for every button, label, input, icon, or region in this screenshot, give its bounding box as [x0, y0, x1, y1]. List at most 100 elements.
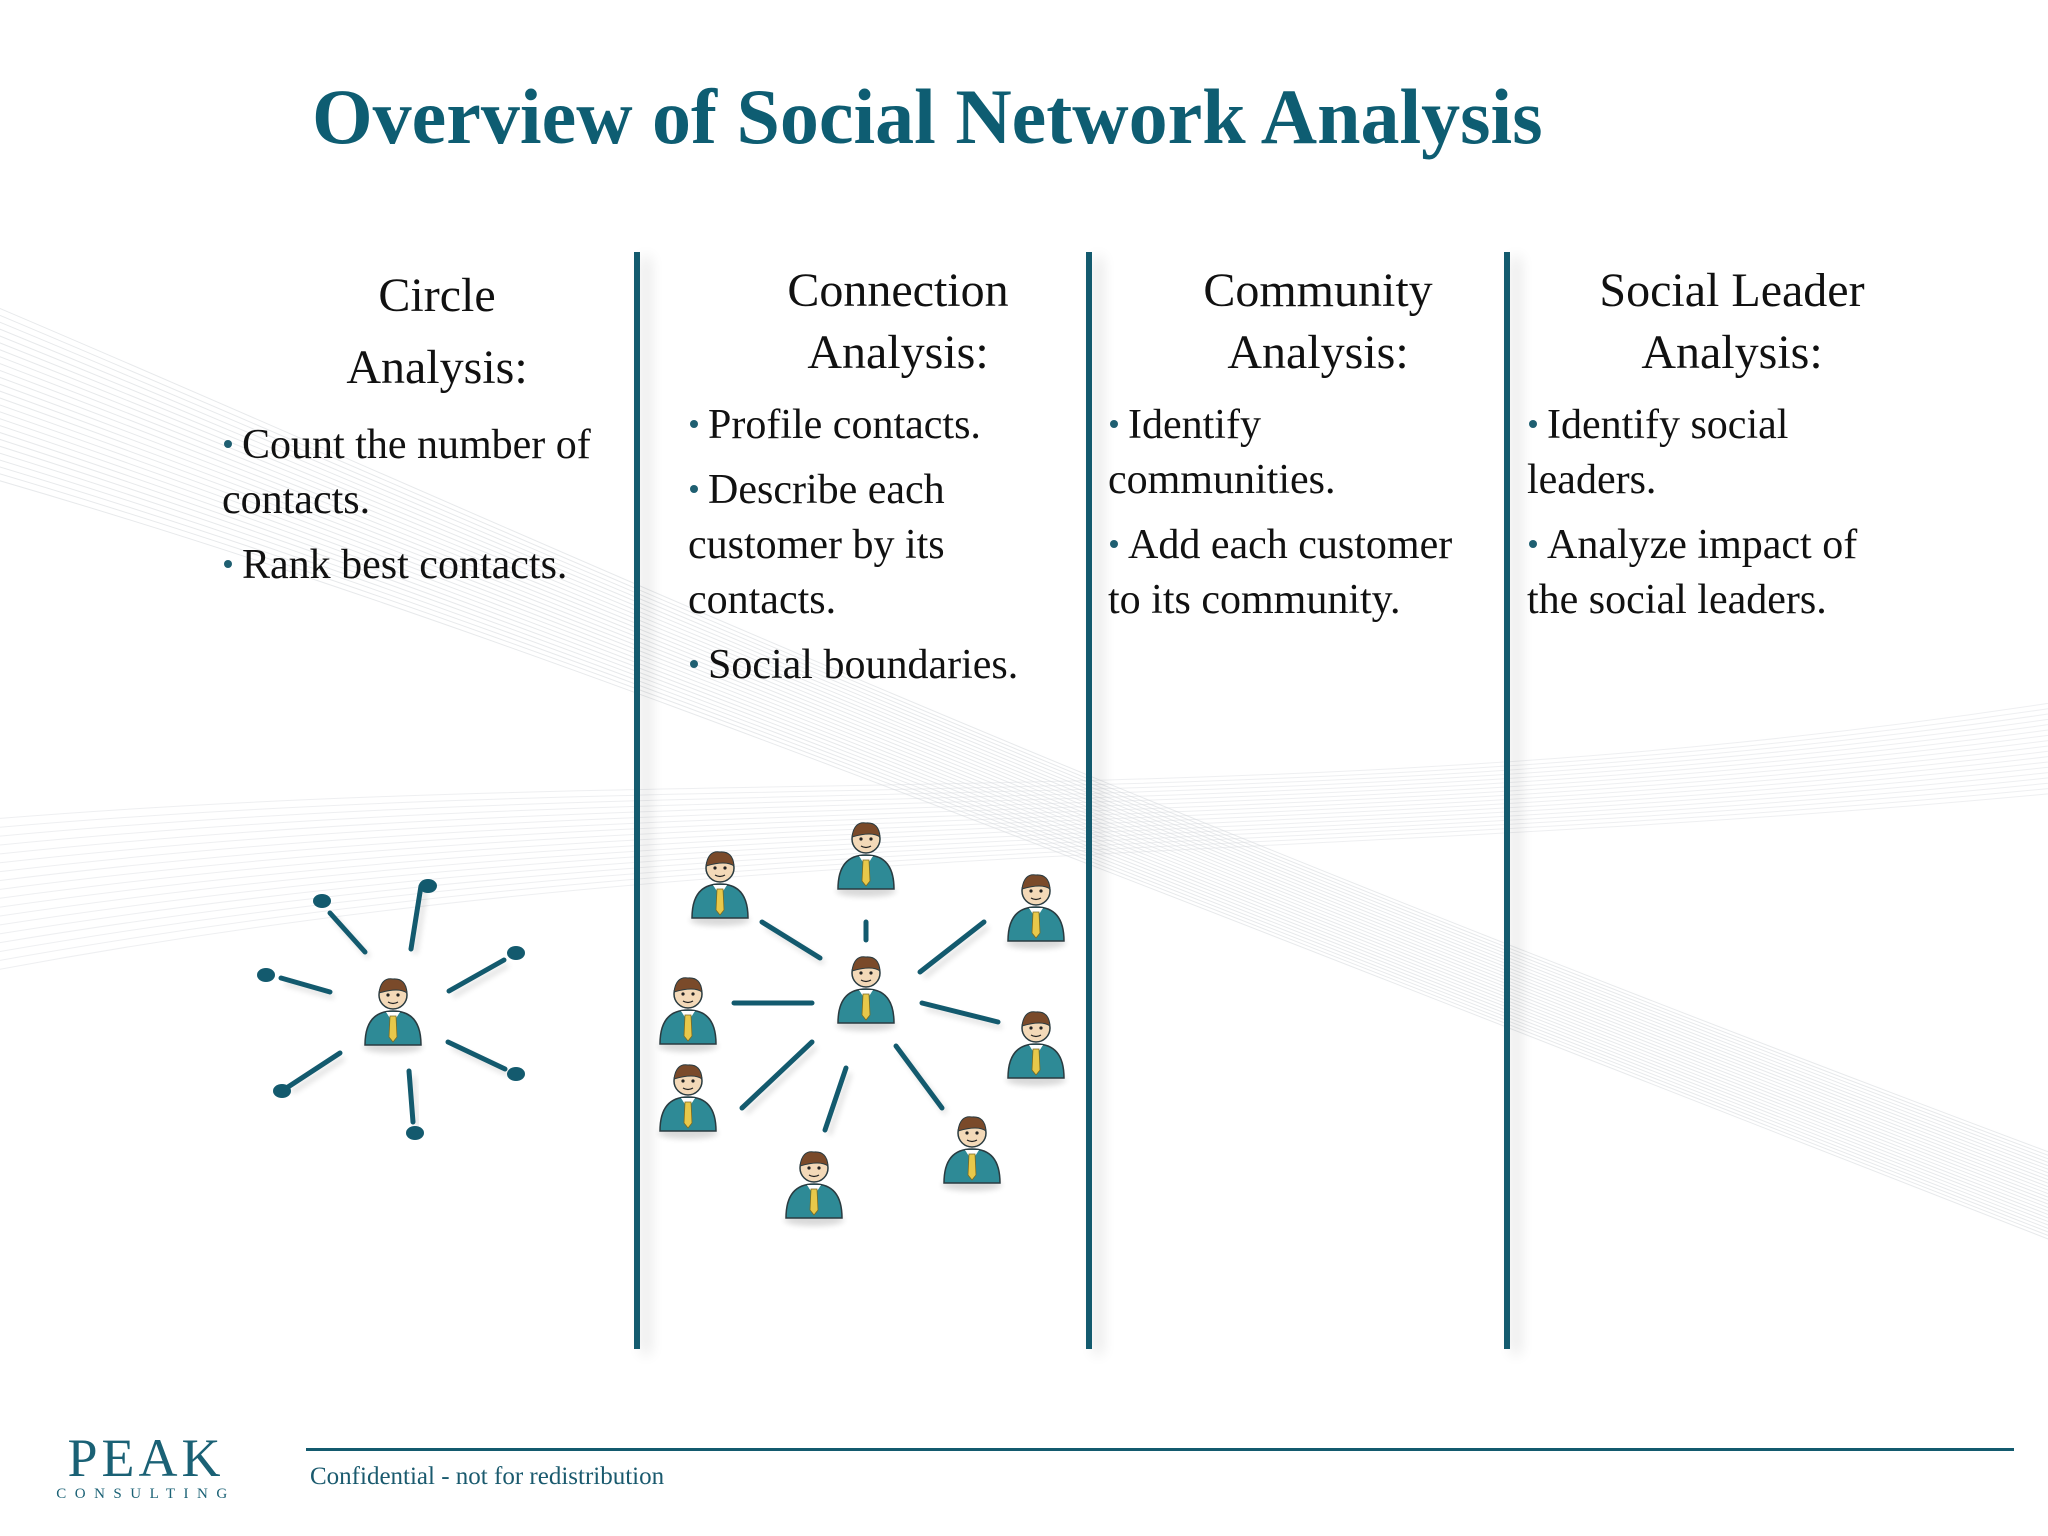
bullet-dot-icon [224, 440, 232, 449]
background-wave-line [0, 376, 2048, 1188]
background-wave-line [0, 418, 2048, 1209]
background-wave-line [0, 708, 2048, 828]
footer-rule [306, 1448, 2014, 1451]
background-wave-line [0, 718, 2048, 846]
background-wave-line [0, 349, 2048, 1174]
list-item: Count the number of contacts. [222, 418, 622, 528]
list-item: Identify communities. [1108, 398, 1492, 508]
person-icon [363, 978, 423, 1053]
background-wave-line [0, 452, 2048, 1226]
background-wave-line [0, 307, 2048, 1153]
bullet-text: Profile contacts. [708, 402, 981, 448]
background-wave-line [0, 404, 2048, 1202]
list-item: Analyze impact of the social leaders. [1527, 518, 1907, 628]
background-wave-line [0, 745, 2048, 890]
background-wave-line [0, 390, 2048, 1195]
person-icon [784, 1151, 844, 1226]
connection-line-shadow [450, 1044, 511, 1077]
background-wave-line [0, 734, 2048, 873]
background-wave-line [0, 740, 2048, 882]
background-wave-line [0, 788, 2048, 961]
background-wave-line [0, 445, 2048, 1223]
person-icon [658, 977, 718, 1052]
bullet-text: Identify communities. [1108, 402, 1336, 503]
connection-line [446, 957, 507, 994]
bullet-text: Describe each customer by its contacts. [688, 467, 945, 623]
list-item: Add each customer to its community. [1108, 518, 1492, 628]
bullet-dot-icon [690, 420, 698, 429]
column-divider-1 [634, 252, 640, 1349]
connection-line [759, 919, 823, 961]
list-item: Rank best contacts. [222, 538, 622, 593]
heading-line: Analysis: [807, 326, 989, 379]
background-wave-line [0, 335, 2048, 1167]
connection-line-shadow [826, 1072, 853, 1136]
background-wave-line [0, 342, 2048, 1170]
connection-line [893, 1043, 945, 1111]
bullet-dot-icon [1529, 540, 1537, 549]
connection-line-shadow [451, 962, 510, 999]
heading-line: Social Leader [1599, 264, 1865, 317]
background-wave-line [0, 729, 2048, 864]
connection-line-shadow [412, 890, 428, 955]
contact-node [257, 968, 275, 982]
bullet-text: Identify social leaders. [1527, 402, 1789, 503]
person-icon [836, 956, 896, 1031]
connection-line-shadow [925, 1005, 1003, 1030]
background-wave-line [0, 713, 2048, 837]
connection-line-shadow [744, 1045, 818, 1115]
person-icon [658, 1064, 718, 1139]
background-wave-line [0, 397, 2048, 1198]
contact-node [507, 946, 525, 960]
background-wave-line [0, 363, 2048, 1181]
list-item: Social boundaries. [688, 638, 1068, 693]
background-wave-line [0, 425, 2048, 1212]
column-heading: Community Analysis: [1108, 260, 1528, 384]
contact-node [273, 1084, 291, 1098]
background-wave-line [0, 724, 2048, 855]
background-wave-line [0, 321, 2048, 1160]
person-icon [1006, 874, 1066, 949]
bullet-list: Identify social leaders. Analyze impact … [1527, 398, 1907, 628]
background-wave-line [0, 466, 2048, 1233]
slide-title: Overview of Social Network Analysis [312, 73, 1543, 160]
bullet-dot-icon [690, 485, 698, 494]
connection-line-shadow [290, 1055, 346, 1095]
background-wave-line [0, 777, 2048, 944]
bullet-text: Rank best contacts. [242, 542, 568, 588]
bullet-list: Count the number of contacts. Rank best … [222, 418, 622, 593]
list-item: Describe each customer by its contacts. [688, 463, 1068, 628]
bullet-dot-icon [690, 660, 698, 669]
background-wave-line [0, 750, 2048, 899]
background-wave-line [0, 314, 2048, 1156]
community-analysis-column: Community Analysis: Identify communities… [1108, 260, 1492, 638]
connection-line [822, 1065, 849, 1133]
connection-line-shadow [284, 980, 335, 1000]
background-wave-line [0, 369, 2048, 1184]
bullet-dot-icon [1110, 540, 1118, 549]
background-wave-line [0, 356, 2048, 1177]
bullet-text: Count the number of contacts. [222, 422, 591, 523]
heading-line: Analysis: [1641, 326, 1823, 379]
connection-analysis-diagram [658, 822, 1066, 1226]
connection-line [278, 975, 333, 995]
person-icon [690, 851, 750, 926]
contact-node [406, 1126, 424, 1140]
contact-node [313, 894, 331, 908]
column-heading: Social Leader Analysis: [1527, 260, 1937, 384]
connection-line [285, 1050, 343, 1090]
heading-line: Connection [787, 264, 1009, 317]
background-wave-line [0, 702, 2048, 819]
background-wave-line [0, 383, 2048, 1191]
footer-confidential-text: Confidential - not for redistribution [310, 1463, 665, 1490]
background-wave-line [0, 438, 2048, 1219]
person-icon [1006, 1011, 1066, 1086]
bullet-list: Identify communities. Add each customer … [1108, 398, 1492, 628]
person-icon [836, 822, 896, 897]
background-wave-line [0, 782, 2048, 953]
connection-line [406, 1068, 416, 1125]
heading-line: Analysis: [1227, 326, 1409, 379]
bullet-dot-icon [224, 560, 232, 569]
logo-wordmark: PEAK [67, 1428, 225, 1488]
